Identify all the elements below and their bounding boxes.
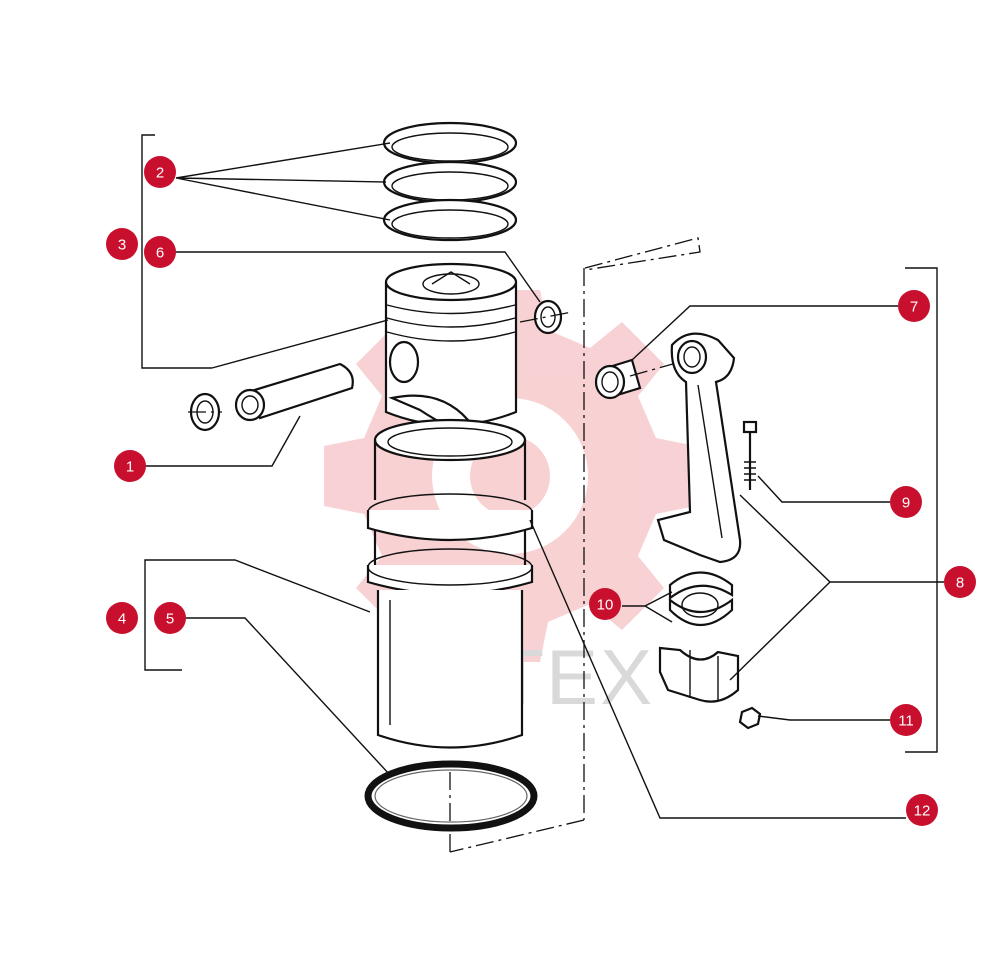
callout-9: 9 <box>890 486 922 518</box>
rod-bolt <box>742 420 758 490</box>
svg-text:12: 12 <box>914 803 931 820</box>
svg-text:1: 1 <box>126 459 134 476</box>
rod-cap <box>658 646 740 703</box>
callout-8: 8 <box>944 566 976 598</box>
liner-seal-ring <box>364 760 538 832</box>
svg-text:5: 5 <box>166 611 174 628</box>
callout-2: 2 <box>144 156 176 188</box>
bracket-8 <box>905 267 938 753</box>
svg-text:7: 7 <box>910 299 918 316</box>
svg-text:8: 8 <box>956 575 964 592</box>
callout-7: 7 <box>898 290 930 322</box>
connecting-rod <box>656 332 742 564</box>
nut <box>738 706 762 730</box>
callout-12: 12 <box>906 794 938 826</box>
svg-text:3: 3 <box>118 237 126 254</box>
svg-text:6: 6 <box>156 245 164 262</box>
callout-10: 10 <box>589 588 621 620</box>
svg-text:10: 10 <box>597 597 614 614</box>
svg-text:9: 9 <box>902 495 910 512</box>
piston-rings <box>382 121 518 242</box>
small-end-bushing <box>594 358 681 400</box>
callout-1: 1 <box>114 450 146 482</box>
retaining-ring-right <box>519 299 573 335</box>
callout-5: 5 <box>154 602 186 634</box>
svg-text:11: 11 <box>898 713 914 730</box>
retaining-ring-left <box>188 392 222 432</box>
piston <box>384 262 518 443</box>
callout-6: 6 <box>144 236 176 268</box>
callout-11: 11 <box>890 704 922 736</box>
svg-text:2: 2 <box>156 165 164 182</box>
bearing-shells <box>668 571 734 626</box>
bracket-3 <box>141 134 212 369</box>
svg-text:4: 4 <box>118 611 126 628</box>
cylinder-liner <box>366 418 534 749</box>
bracket-4 <box>144 559 182 671</box>
leader-lines <box>145 142 944 819</box>
callout-4: 4 <box>106 602 138 634</box>
callout-3: 3 <box>106 228 138 260</box>
piston-pin <box>234 362 354 422</box>
dash-frame <box>449 237 701 853</box>
